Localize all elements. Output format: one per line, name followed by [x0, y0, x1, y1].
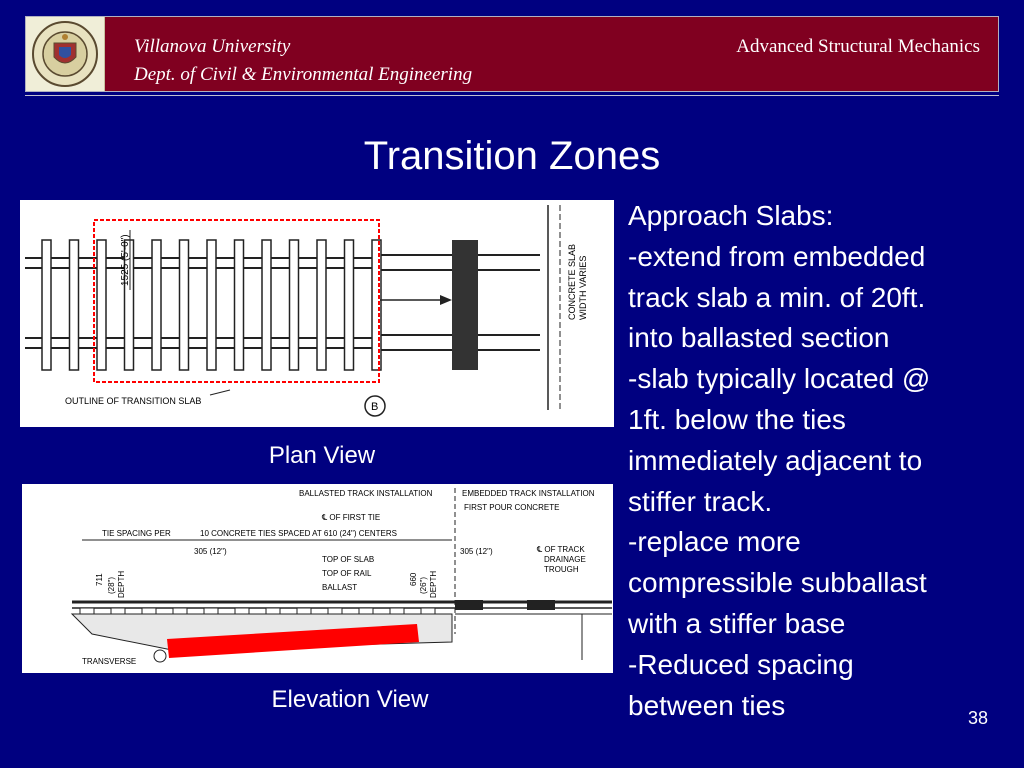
top-rail-label: TOP OF RAIL	[322, 569, 372, 578]
body-line: into ballasted section	[628, 322, 890, 354]
elevation-view-caption: Elevation View	[271, 686, 429, 713]
tie-spacing-label: TIE SPACING PER	[102, 529, 171, 538]
trough-label: TROUGH	[544, 565, 579, 574]
body-line: stiffer track.	[628, 485, 773, 517]
transverse-label: TRANSVERSE	[82, 657, 136, 666]
header-institution: Villanova University Dept. of Civil & En…	[134, 33, 472, 89]
plan-tie	[96, 239, 107, 371]
dim-305-left: 305 (12")	[194, 547, 227, 556]
plan-tie	[41, 239, 52, 371]
plan-tie	[178, 239, 190, 371]
first-pour-label: FIRST POUR CONCRETE	[464, 503, 559, 512]
plan-tie	[288, 239, 300, 371]
body-line: immediately adjacent to	[628, 444, 923, 476]
plan-tie	[123, 239, 135, 371]
slide-body-text: Approach Slabs: -extend from embedded tr…	[628, 196, 1018, 726]
plan-dim-label: 1525 (5'-0")	[120, 234, 131, 286]
plan-view-caption: Plan View	[268, 442, 376, 469]
plan-width-label: WIDTH VARIES	[578, 256, 588, 320]
cl-track-label: ℄ OF TRACK	[536, 545, 585, 554]
header-divider	[25, 95, 999, 96]
plan-tie	[261, 239, 272, 371]
depth-26-label: (26")	[419, 577, 428, 594]
plan-section-label: B	[371, 401, 378, 413]
ballast-label: BALLAST	[322, 583, 357, 592]
ballasted-label: BALLASTED TRACK INSTALLATION	[299, 489, 433, 498]
page-number: 38	[967, 708, 988, 728]
university-name: Villanova University	[134, 36, 291, 57]
body-line: -Reduced spacing	[628, 648, 854, 680]
slide-title: Transition Zones	[363, 134, 661, 178]
body-line: -replace more	[628, 526, 801, 558]
course-name: Advanced Structural Mechanics	[736, 36, 980, 57]
drainage-label: DRAINAGE	[544, 555, 586, 564]
dim-660-label: 660	[409, 572, 418, 586]
plan-tie	[151, 239, 162, 371]
plan-tie	[371, 239, 382, 371]
body-line: 1ft. below the ties	[628, 403, 846, 435]
body-line: -extend from embedded	[628, 240, 926, 272]
body-line: -slab typically located @	[628, 363, 931, 395]
plan-tie	[68, 239, 80, 371]
department-name: Dept. of Civil & Environmental Engineeri…	[134, 64, 473, 85]
plan-tie	[206, 239, 217, 371]
body-line: between ties	[628, 689, 786, 721]
body-line: Approach Slabs:	[628, 200, 834, 231]
slide-header: Villanova University Dept. of Civil & En…	[25, 16, 999, 92]
plan-view-figure: 1525 (5'-0") CONCRETE SLAB WIDTH VARIES …	[20, 200, 614, 427]
depth-26-word: DEPTH	[429, 571, 438, 598]
plan-tie	[316, 239, 327, 371]
dim-711-label: 711	[95, 573, 104, 586]
plan-tie	[343, 239, 355, 371]
dim-305-right: 305 (12")	[460, 547, 493, 556]
university-seal-icon	[26, 17, 105, 91]
depth-28-label: (28")	[107, 577, 116, 594]
depth-28-word: DEPTH	[117, 571, 126, 598]
body-line: track slab a min. of 20ft.	[628, 281, 926, 313]
plan-outline-label: OUTLINE OF TRANSITION SLAB	[65, 396, 201, 406]
plan-tie	[233, 239, 245, 371]
plan-concrete-label: CONCRETE SLAB	[567, 244, 577, 320]
body-line: with a stiffer base	[628, 607, 846, 639]
body-line: compressible subballast	[628, 567, 927, 599]
ten-ties-label: 10 CONCRETE TIES SPACED AT 610 (24") CEN…	[200, 529, 397, 538]
first-tie-label: ℄ OF FIRST TIE	[321, 513, 380, 522]
embedded-label: EMBEDDED TRACK INSTALLATION	[462, 489, 595, 498]
elevation-view-figure: BALLASTED TRACK INSTALLATION EMBEDDED TR…	[22, 484, 613, 673]
top-slab-label: TOP OF SLAB	[322, 555, 374, 564]
